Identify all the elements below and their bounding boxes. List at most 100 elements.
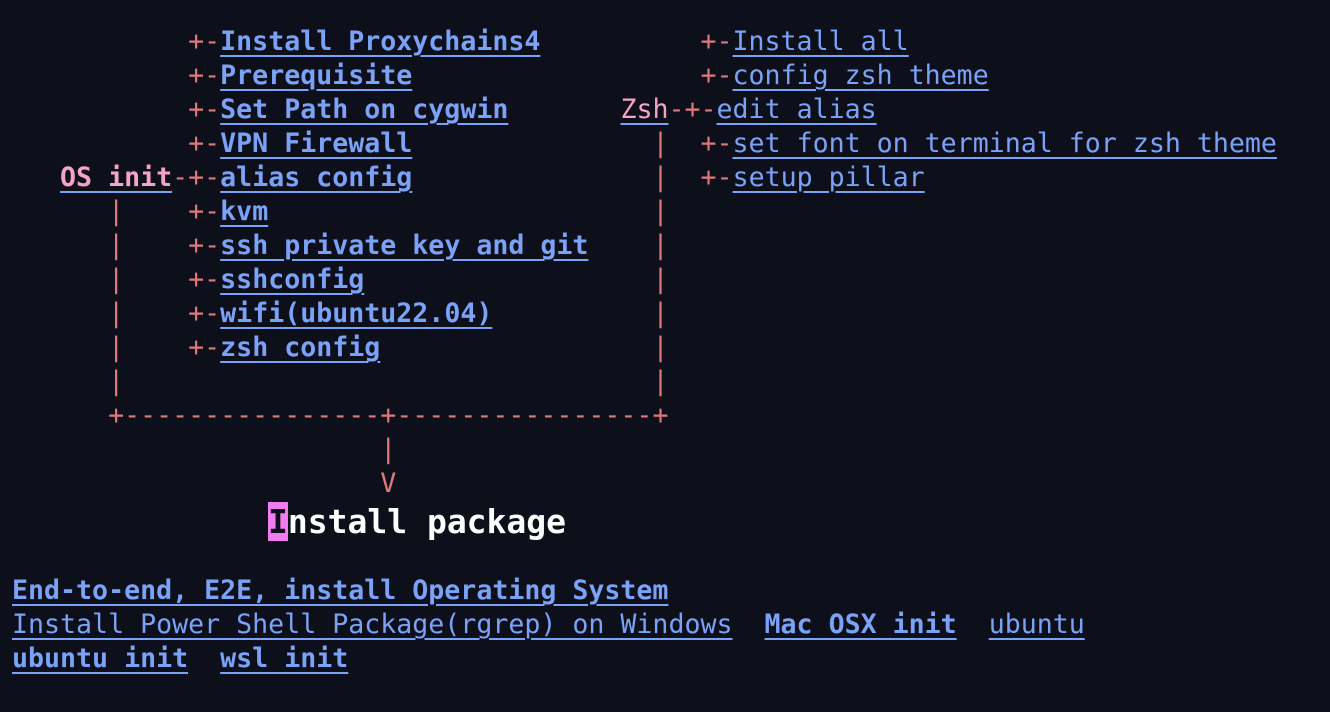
tree-connector: -+- bbox=[668, 94, 717, 125]
tree-connector: | bbox=[108, 196, 125, 227]
tree-connector: +- bbox=[700, 128, 733, 159]
heading-install-package: Install package bbox=[268, 502, 566, 542]
spacer bbox=[12, 434, 380, 465]
tree-connector: +- bbox=[188, 60, 221, 91]
spacer bbox=[669, 162, 701, 193]
link-ssh-private-key-and-git[interactable]: ssh private key and git bbox=[220, 230, 589, 261]
link-end-to-end-e2e-install-operating-system[interactable]: End-to-end, E2E, install Operating Syste… bbox=[12, 575, 669, 606]
spacer bbox=[12, 400, 108, 431]
link-prerequisite[interactable]: Prerequisite bbox=[220, 60, 413, 91]
tree-connector: | bbox=[108, 332, 125, 363]
spacer bbox=[124, 332, 188, 363]
tree-connector: +- bbox=[188, 264, 221, 295]
tree-connector: +- bbox=[700, 26, 733, 57]
diagram-line: | bbox=[12, 433, 396, 467]
link-set-font-on-terminal-for-zsh-theme[interactable]: set font on terminal for zsh theme bbox=[732, 128, 1277, 159]
text-cursor: I bbox=[268, 502, 288, 541]
tree-connector: +- bbox=[188, 94, 221, 125]
spacer bbox=[957, 609, 989, 640]
link-sshconfig[interactable]: sshconfig bbox=[220, 264, 365, 295]
diagram-line: | +-kvm | bbox=[12, 195, 669, 229]
tree-connector: | bbox=[652, 196, 669, 227]
tree-connector: +- bbox=[188, 332, 221, 363]
tree-connector: | bbox=[652, 366, 669, 397]
link-wifi-ubuntu22-04[interactable]: wifi(ubuntu22.04) bbox=[220, 298, 493, 329]
tree-connector: +- bbox=[188, 298, 221, 329]
spacer bbox=[268, 196, 652, 227]
spacer bbox=[12, 332, 108, 363]
spacer bbox=[412, 162, 652, 193]
footer-line: End-to-end, E2E, install Operating Syste… bbox=[12, 574, 668, 608]
spacer bbox=[12, 162, 60, 193]
tree-connector: | bbox=[652, 162, 669, 193]
spacer bbox=[508, 94, 620, 125]
link-setup-pillar[interactable]: setup pillar bbox=[732, 162, 925, 193]
link-config-zsh-theme[interactable]: config zsh theme bbox=[732, 60, 989, 91]
node-os-init[interactable]: OS init bbox=[60, 162, 173, 193]
link-zsh-config[interactable]: zsh config bbox=[220, 332, 381, 363]
spacer bbox=[12, 128, 188, 159]
tree-connector: V bbox=[380, 468, 397, 499]
diagram-line: | +-zsh config | bbox=[12, 331, 668, 365]
tree-connector: | bbox=[652, 264, 669, 295]
diagram-line: | +-ssh private key and git | bbox=[12, 229, 668, 263]
tree-connector: | bbox=[108, 298, 125, 329]
link-mac-osx-init[interactable]: Mac OSX init bbox=[764, 609, 957, 640]
link-edit-alias[interactable]: edit alias bbox=[716, 94, 877, 125]
tree-connector: | bbox=[652, 230, 669, 261]
tree-connector: | bbox=[108, 264, 125, 295]
diagram-line: | +-wifi(ubuntu22.04) | bbox=[12, 297, 668, 331]
tree-connector: -+- bbox=[172, 162, 221, 193]
diagram-line: +-Prerequisite +-config zsh theme bbox=[12, 59, 989, 93]
spacer bbox=[124, 298, 188, 329]
link-alias-config[interactable]: alias config bbox=[220, 162, 413, 193]
tree-connector: +- bbox=[188, 26, 221, 57]
link-set-path-on-cygwin[interactable]: Set Path on cygwin bbox=[220, 94, 509, 125]
link-vpn-firewall[interactable]: VPN Firewall bbox=[220, 128, 413, 159]
spacer bbox=[668, 128, 700, 159]
tree-connector: | bbox=[108, 366, 125, 397]
spacer bbox=[12, 230, 108, 261]
spacer bbox=[588, 230, 652, 261]
diagram-line: +----------------+----------------+ bbox=[12, 399, 668, 433]
link-ubuntu[interactable]: ubuntu bbox=[988, 609, 1085, 640]
tree-connector: +----------------+----------------+ bbox=[108, 400, 669, 431]
diagram-line: | +-sshconfig | bbox=[12, 263, 669, 297]
spacer bbox=[124, 196, 188, 227]
spacer bbox=[124, 264, 188, 295]
spacer bbox=[12, 468, 380, 499]
footer-line: ubuntu init wsl init bbox=[12, 642, 348, 676]
link-install-power-shell-package-rgrep-on-windows[interactable]: Install Power Shell Package(rgrep) on Wi… bbox=[12, 609, 733, 640]
spacer bbox=[380, 332, 652, 363]
heading-text: nstall package bbox=[287, 502, 567, 541]
tree-connector: +- bbox=[188, 128, 221, 159]
spacer bbox=[12, 264, 108, 295]
diagram-line: +-Set Path on cygwin Zsh-+-edit alias bbox=[12, 93, 877, 127]
spacer bbox=[12, 298, 108, 329]
spacer bbox=[364, 264, 652, 295]
tree-connector: +- bbox=[700, 162, 733, 193]
link-kvm[interactable]: kvm bbox=[220, 196, 269, 227]
spacer bbox=[124, 366, 652, 397]
spacer bbox=[492, 298, 652, 329]
spacer bbox=[733, 609, 765, 640]
tree-connector: | bbox=[380, 434, 397, 465]
tree-connector: +- bbox=[700, 60, 733, 91]
spacer bbox=[412, 128, 652, 159]
diagram-line: OS init-+-alias config | +-setup pillar bbox=[12, 161, 925, 195]
tree-connector: | bbox=[652, 332, 669, 363]
spacer bbox=[12, 94, 188, 125]
spacer bbox=[12, 60, 188, 91]
link-ubuntu-init[interactable]: ubuntu init bbox=[12, 643, 189, 674]
tree-connector: +- bbox=[188, 196, 221, 227]
link-install-proxychains4[interactable]: Install Proxychains4 bbox=[220, 26, 541, 57]
diagram-line: V bbox=[12, 467, 396, 501]
diagram-line: +-VPN Firewall | +-set font on terminal … bbox=[12, 127, 1277, 161]
spacer bbox=[540, 26, 700, 57]
tree-connector: | bbox=[652, 298, 669, 329]
diagram-line: | | bbox=[12, 365, 668, 399]
footer-line: Install Power Shell Package(rgrep) on Wi… bbox=[12, 608, 1085, 642]
link-install-all[interactable]: Install all bbox=[732, 26, 909, 57]
node-zsh[interactable]: Zsh bbox=[620, 94, 669, 125]
link-wsl-init[interactable]: wsl init bbox=[220, 643, 349, 674]
